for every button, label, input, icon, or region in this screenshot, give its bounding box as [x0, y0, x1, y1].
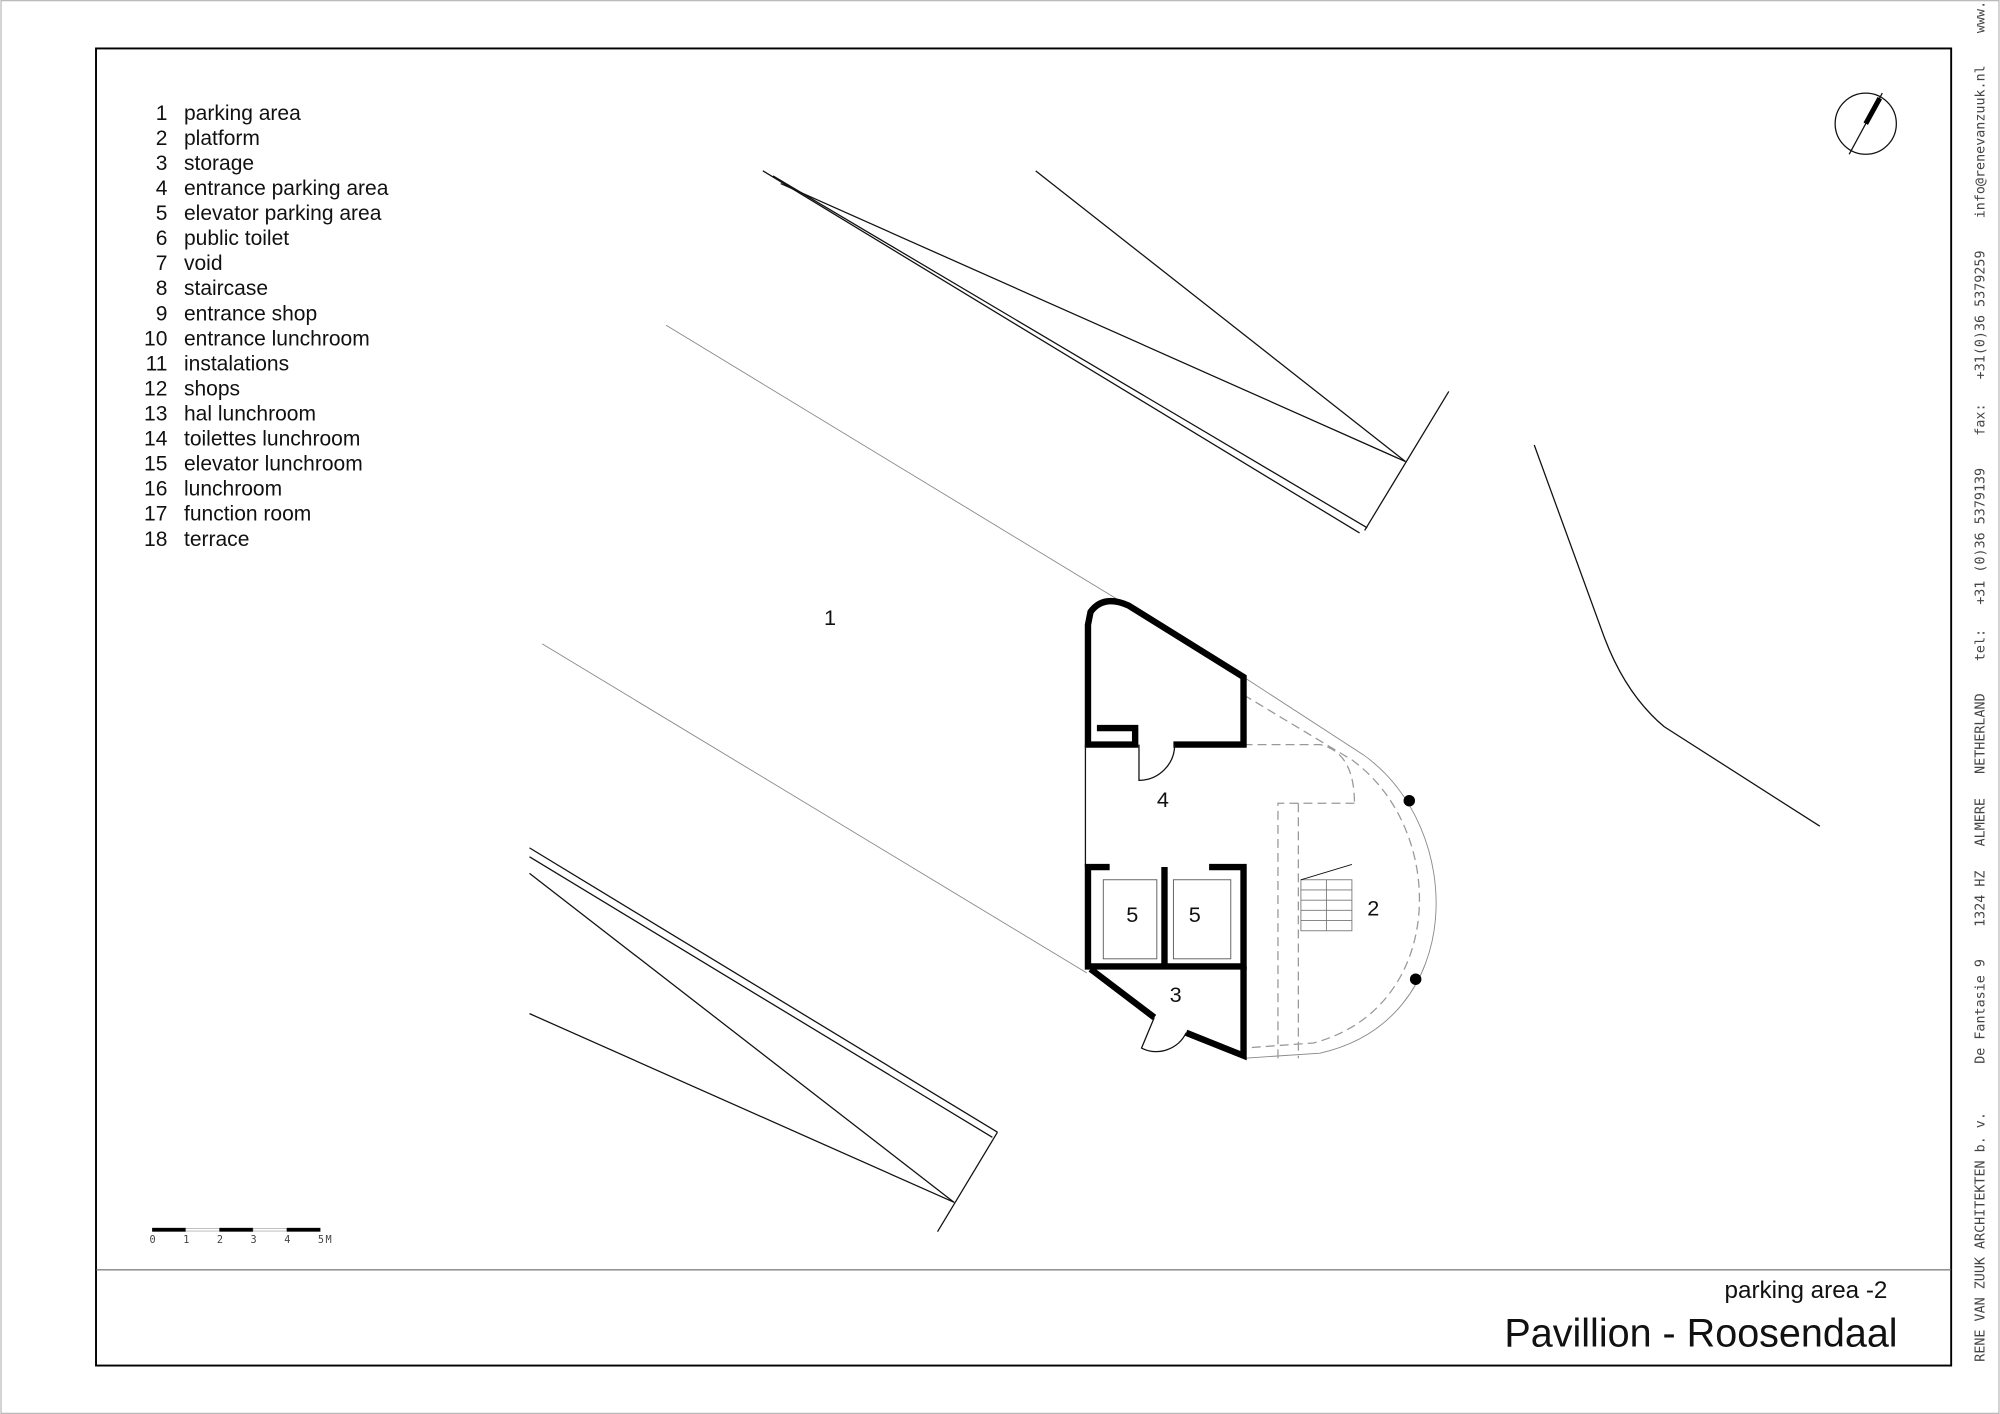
legend-number: 5 — [156, 202, 168, 225]
legend-label: void — [184, 252, 223, 275]
room-label-storage: 3 — [1170, 982, 1182, 1007]
scale-tick-label: 2 — [217, 1235, 223, 1246]
room-label-parking: 1 — [824, 605, 836, 630]
legend-number: 18 — [144, 528, 167, 551]
room-legend: 1 parking area 2 platform 3 storage 4 entrance … — [144, 102, 389, 551]
legend-number: 14 — [144, 428, 168, 451]
legend-label: parking area — [184, 102, 301, 125]
legend-label: shops — [184, 377, 240, 400]
legend-label: platform — [184, 127, 260, 150]
legend-number: 8 — [156, 277, 168, 300]
legend-label: entrance shop — [184, 302, 317, 325]
firm-contact-info: RENE VAN ZUUK ARCHITEKTEN b. v. De Fanta… — [1973, 0, 1988, 1362]
room-label-elevator: 5 — [1126, 902, 1138, 927]
scale-tick-label: 1 — [183, 1235, 189, 1246]
scale-unit: M — [326, 1235, 332, 1246]
scale-tick-label: 3 — [251, 1235, 257, 1246]
legend-number: 12 — [144, 377, 167, 400]
staircase-icon — [1300, 864, 1353, 932]
legend-number: 6 — [156, 227, 168, 250]
drawing-frame — [95, 47, 1953, 1367]
legend-number: 10 — [144, 327, 167, 350]
north-arrow-icon — [1834, 92, 1897, 155]
scale-tick-label: 4 — [284, 1235, 290, 1246]
legend-number: 9 — [156, 302, 168, 325]
legend-number: 17 — [144, 503, 167, 526]
legend-label: staircase — [184, 277, 268, 300]
legend-number: 2 — [156, 127, 168, 150]
legend-label: entrance lunchroom — [184, 327, 370, 350]
legend-label: public toilet — [184, 227, 289, 250]
legend-number: 11 — [146, 352, 168, 375]
column-icon — [1409, 973, 1422, 985]
legend-label: elevator parking area — [184, 202, 382, 225]
legend-number: 4 — [156, 177, 168, 200]
legend-label: instalations — [184, 352, 289, 375]
legend-label: elevator lunchroom — [184, 453, 363, 476]
legend-label: terrace — [184, 528, 249, 551]
legend-number: 1 — [156, 102, 168, 125]
room-label-entrance: 4 — [1157, 787, 1169, 812]
scale-tick-label: 5 — [318, 1235, 324, 1246]
room-label-platform: 2 — [1367, 895, 1379, 920]
site-lines — [529, 170, 1821, 1233]
legend-label: toilettes lunchroom — [184, 428, 360, 451]
legend-number: 3 — [156, 152, 168, 175]
column-icon — [1403, 794, 1416, 807]
legend-number: 15 — [144, 453, 167, 476]
legend-number: 7 — [156, 252, 168, 275]
legend-number: 13 — [144, 403, 167, 426]
legend-label: hal lunchroom — [184, 403, 316, 426]
legend-label: entrance parking area — [184, 177, 389, 200]
drawing-subtitle: parking area -2 — [1725, 1277, 1888, 1304]
scale-tick-label: 0 — [150, 1235, 156, 1246]
legend-label: storage — [184, 152, 254, 175]
room-label-elevator: 5 — [1189, 902, 1201, 927]
legend-number: 16 — [144, 478, 167, 501]
legend-label: lunchroom — [184, 478, 282, 501]
pavilion-building — [1084, 597, 1437, 1061]
legend-label: function room — [184, 503, 311, 526]
drawing-title: Pavillion - Roosendaal — [1504, 1311, 1897, 1355]
